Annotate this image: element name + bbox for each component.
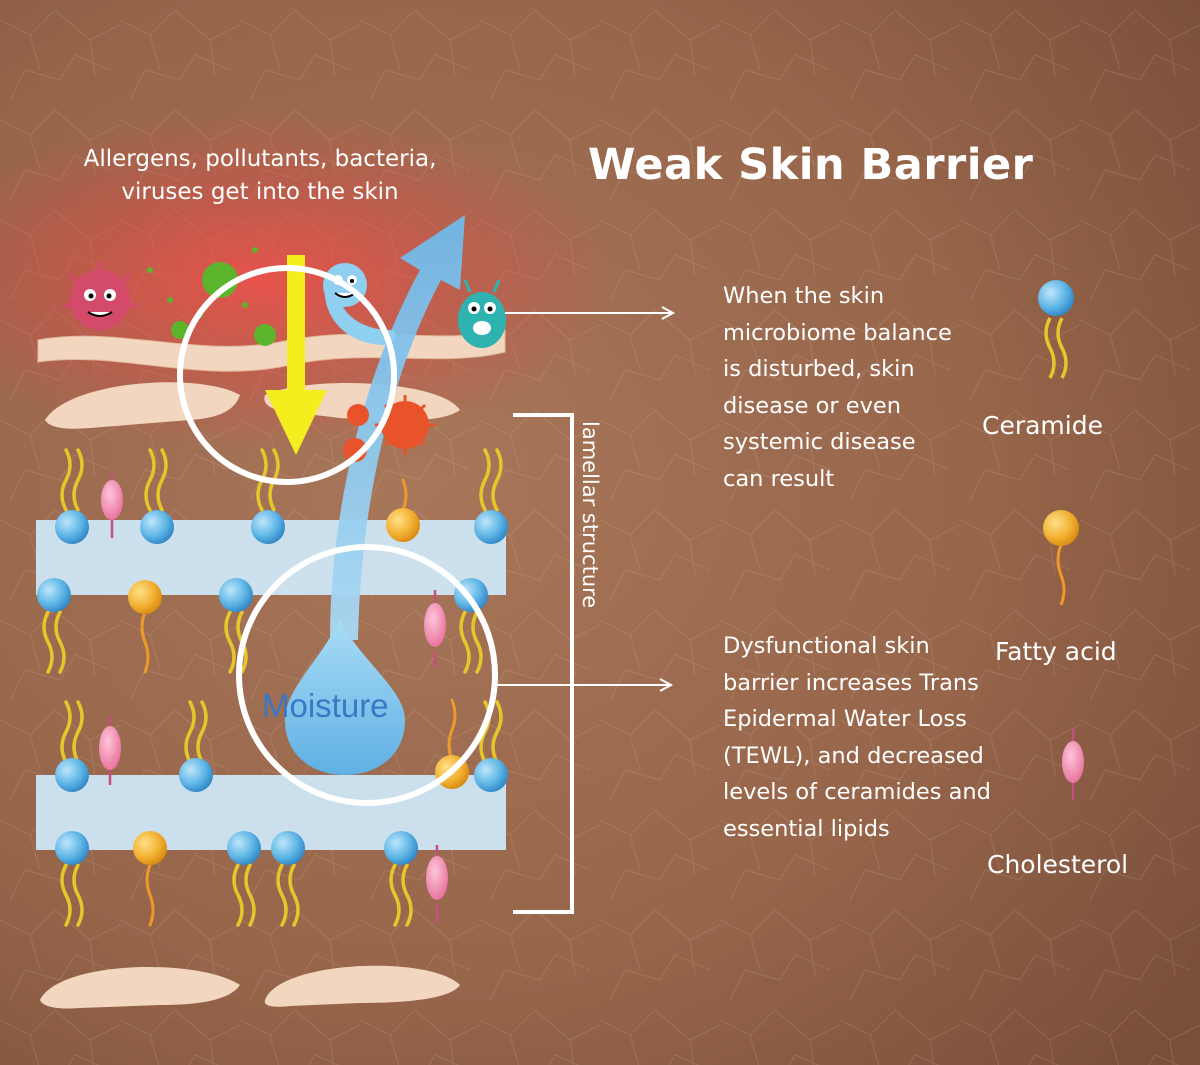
- corneocyte: [264, 965, 460, 1007]
- legend-fatty-acid-icon: [1043, 510, 1079, 606]
- arrow-right-icon: [495, 678, 674, 692]
- bacteria-icon: [147, 247, 276, 346]
- legend-ceramide-label: Ceramide: [982, 411, 1103, 440]
- moisture-label: Moisture: [262, 687, 389, 724]
- microbe-monster-icon: [458, 279, 506, 348]
- highlight-circle-surface: [177, 265, 397, 485]
- cholesterol-molecules: [108, 470, 439, 923]
- arrow-right-icon: [505, 306, 676, 320]
- page-title: Weak Skin Barrier: [588, 140, 1034, 190]
- tewl-caption: Dysfunctional skin barrier increases Tra…: [723, 633, 991, 842]
- cholesterol-bodies: [99, 480, 448, 900]
- legend-ceramide-icon: [1038, 280, 1074, 379]
- moisture-escape-arrow: [330, 215, 465, 640]
- ceramide-heads: [37, 510, 508, 865]
- lipid-tails: [42, 448, 503, 927]
- allergen-entry-arrow: [265, 255, 327, 455]
- legend-cholesterol-label: Cholesterol: [987, 850, 1129, 879]
- highlight-circle-moisture: [236, 544, 498, 806]
- microbiome-caption: When the skin microbiome balance is dist…: [723, 283, 952, 492]
- legend-fatty-acid-label: Fatty acid: [995, 637, 1117, 666]
- lamellar-structure-label: lamellar structure: [578, 421, 602, 609]
- virus-icon: [63, 262, 137, 330]
- legend-cholesterol-icon: [1062, 728, 1084, 800]
- virus-icon: [343, 395, 435, 462]
- threat-caption: Allergens, pollutants, bacteria, viruses…: [83, 146, 437, 205]
- water-drop-icon: [285, 620, 405, 775]
- lamellar-bracket: [513, 413, 574, 914]
- corneocyte: [40, 966, 240, 1009]
